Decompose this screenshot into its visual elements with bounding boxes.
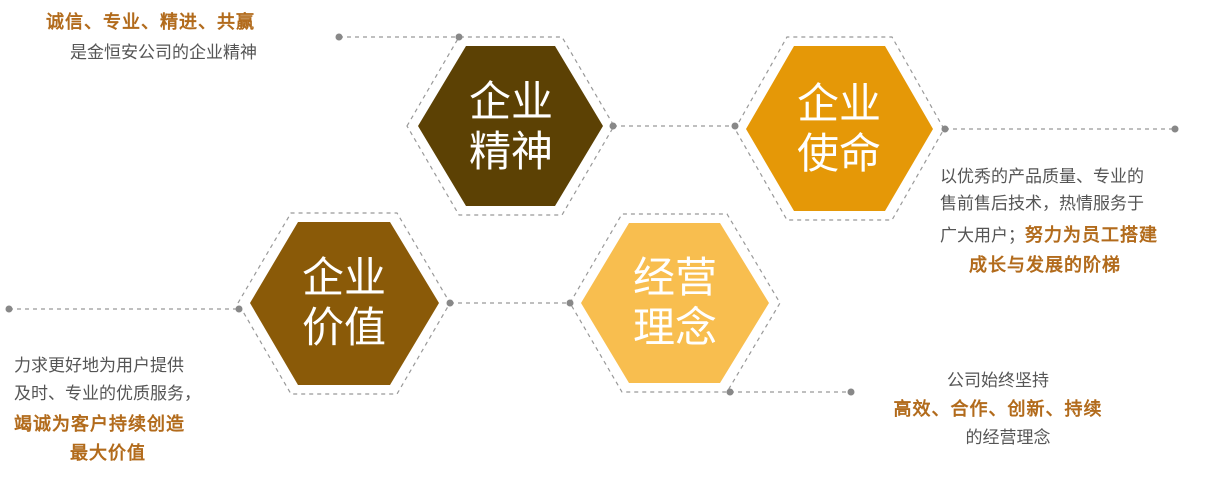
dot [726,388,734,396]
value-line-3-highlight: 竭诚为客户持续创造 [14,414,185,435]
mission-line-3-normal: 广大用户； [940,226,1025,246]
hexagon-spirit [418,46,603,206]
hexagon-spirit-label-line1: 企业 [469,77,553,126]
hexagon-value-label-line1: 企业 [302,253,386,302]
hexagon-mission-outline [734,36,945,221]
spirit-highlight: 诚信、专业、精进、共赢 [46,12,255,33]
hexagon-spirit-label-line2: 精神 [469,127,553,176]
hexagon-value-label-line2: 价值 [302,303,386,352]
connector-dots [5,33,1179,396]
connector-lines [9,36,1175,393]
hexagon-philosophy-outline [569,213,781,393]
dot [609,122,617,130]
hexagon-philosophy-label-line2: 理念 [633,303,717,352]
mission-line-1: 以优秀的产品质量、专业的 [940,167,1144,187]
dot [446,299,454,307]
dot [455,33,463,41]
hexagon-mission [746,46,933,211]
dot [731,122,739,130]
dot [5,305,13,313]
spirit-description: 是金恒安公司的企业精神 [70,43,257,63]
philosophy-line-1: 公司始终坚持 [947,371,1049,391]
hexagon-philosophy [581,223,769,383]
mission-line-3-highlight: 努力为员工搭建 [1025,225,1158,246]
dot [1171,125,1179,133]
value-line-2: 及时、专业的优质服务， [14,384,201,404]
hexagon-mission-label-line2: 使命 [797,129,881,178]
dot [941,125,949,133]
value-line-1: 力求更好地为用户提供 [14,356,184,376]
mission-line-4-highlight: 成长与发展的阶梯 [969,255,1121,276]
value-line-4-highlight: 最大价值 [70,443,146,464]
dot [847,388,855,396]
hexagon-spirit-outline [406,36,615,216]
philosophy-line-2-highlight: 高效、合作、创新、持续 [893,399,1103,420]
hexagon-mission-label-line1: 企业 [797,79,881,128]
mission-line-3: 广大用户；努力为员工搭建 [940,222,1158,250]
dot [566,299,574,307]
philosophy-line-3: 的经营理念 [965,428,1051,448]
hexagon-philosophy-label-line1: 经营 [633,253,717,302]
hexagon-value [250,222,439,385]
mission-line-2: 售前售后技术，热情服务于 [940,194,1144,214]
dot [235,305,243,313]
dot [335,33,343,41]
